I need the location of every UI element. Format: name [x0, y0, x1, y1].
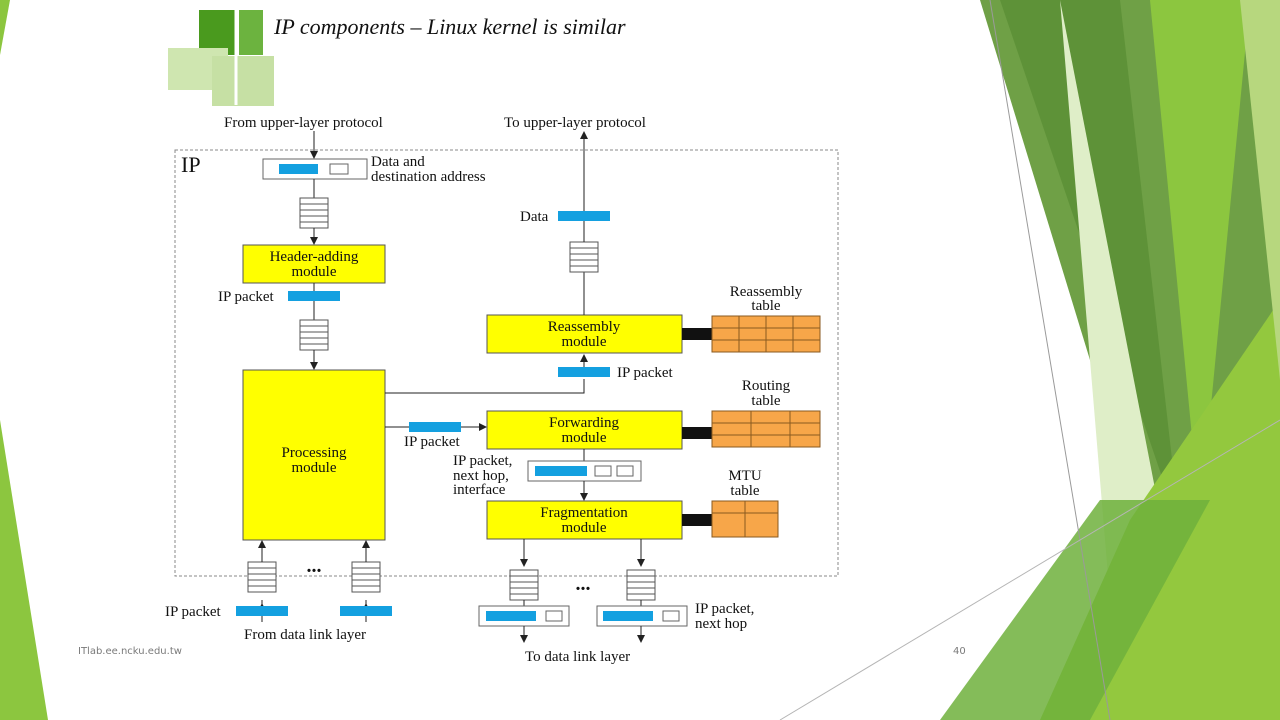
mtu-table	[711, 500, 779, 538]
fragmentation-module-label-2: module	[562, 520, 607, 536]
address-block	[329, 163, 349, 175]
header-adding-module-label-2: module	[292, 264, 337, 280]
ip-boundary	[174, 149, 839, 577]
deco-line	[989, 0, 1111, 720]
mtu-table-label-2: table	[730, 483, 759, 499]
deco-shape	[0, 0, 10, 55]
queue-icon	[351, 561, 381, 593]
queue-icon	[509, 569, 539, 601]
ip-packet-label: IP packet	[218, 289, 275, 305]
to-upper-layer-label: To upper-layer protocol	[504, 115, 646, 131]
header-adding-module-label-1: Header-adding	[270, 249, 359, 265]
reassembly-module-label-2: module	[562, 334, 607, 350]
slide-title: IP components – Linux kernel is similar	[274, 14, 626, 39]
deco-square	[212, 56, 274, 106]
data-label: Data	[520, 209, 549, 225]
queue-icon	[299, 319, 329, 351]
fragmentation-module-label-1: Fragmentation	[540, 505, 628, 521]
queue-icon	[247, 561, 277, 593]
header-adding-module	[242, 244, 386, 284]
ellipsis-left: ...	[307, 555, 322, 577]
deco-shape	[1240, 0, 1280, 380]
queue-icon	[299, 197, 329, 229]
bottom-right-label-1: IP packet,	[695, 601, 754, 617]
queue-icon	[626, 569, 656, 601]
data-and-dest-label-2: destination address	[371, 169, 486, 185]
ip-packet-block	[409, 422, 461, 432]
bottom-ip-packet-label: IP packet	[165, 604, 222, 620]
reassembly-table	[711, 315, 821, 353]
fwd-out-label-3: interface	[453, 482, 506, 498]
deco-shape	[940, 500, 1210, 720]
page-number: 40	[953, 646, 966, 657]
footer-site: ITlab.ee.ncku.edu.tw	[78, 646, 182, 657]
data-and-dest-label-1: Data and	[371, 154, 425, 170]
deco-line	[779, 419, 1280, 720]
ip-packet-block	[288, 291, 340, 301]
data-block	[279, 164, 318, 174]
table-link	[682, 514, 712, 526]
deco-shape	[1150, 0, 1250, 520]
processing-module-label-1: Processing	[282, 445, 347, 461]
data-address-packet	[262, 158, 368, 180]
ip-packet-block	[340, 606, 392, 616]
processing-module	[242, 369, 386, 541]
routing-table	[711, 410, 821, 448]
outgoing-packet	[596, 605, 688, 627]
fwd-out-label-2: next hop,	[453, 468, 509, 484]
mtu-table-label-1: MTU	[728, 468, 762, 484]
routing-table-label-1: Routing	[742, 378, 791, 394]
ellipsis-right: ...	[576, 573, 591, 595]
fwd-out-label-1: IP packet,	[453, 453, 512, 469]
table-link	[682, 427, 712, 439]
from-data-link-label: From data link layer	[244, 627, 366, 643]
ip-packet-label-3: IP packet	[404, 434, 461, 450]
deco-square	[239, 10, 263, 55]
from-upper-layer-label: From upper-layer protocol	[224, 115, 383, 131]
data-block	[558, 211, 610, 221]
reassembly-table-label-1: Reassembly	[730, 284, 803, 300]
routing-table-label-2: table	[751, 393, 780, 409]
fragmentation-module	[486, 500, 683, 540]
bottom-right-label-2: next hop	[695, 616, 747, 632]
next-hop-packet	[527, 460, 642, 482]
to-data-link-label: To data link layer	[525, 649, 630, 665]
ip-packet-block	[558, 367, 610, 377]
outgoing-packet	[478, 605, 570, 627]
processing-to-reassembly-path	[385, 379, 585, 394]
reassembly-module-label-1: Reassembly	[548, 319, 621, 335]
reassembly-module	[486, 314, 683, 354]
deco-shape	[0, 420, 48, 720]
queue-icon	[569, 241, 599, 273]
forwarding-module	[486, 410, 683, 450]
ip-packet-block	[236, 606, 288, 616]
forwarding-module-label-1: Forwarding	[549, 415, 619, 431]
ip-packet-label-2: IP packet	[617, 365, 674, 381]
processing-module-label-2: module	[292, 460, 337, 476]
deco-square	[199, 10, 235, 55]
forwarding-module-label-2: module	[562, 430, 607, 446]
ip-label: IP	[181, 152, 201, 177]
reassembly-table-label-2: table	[751, 298, 780, 314]
table-link	[682, 328, 712, 340]
